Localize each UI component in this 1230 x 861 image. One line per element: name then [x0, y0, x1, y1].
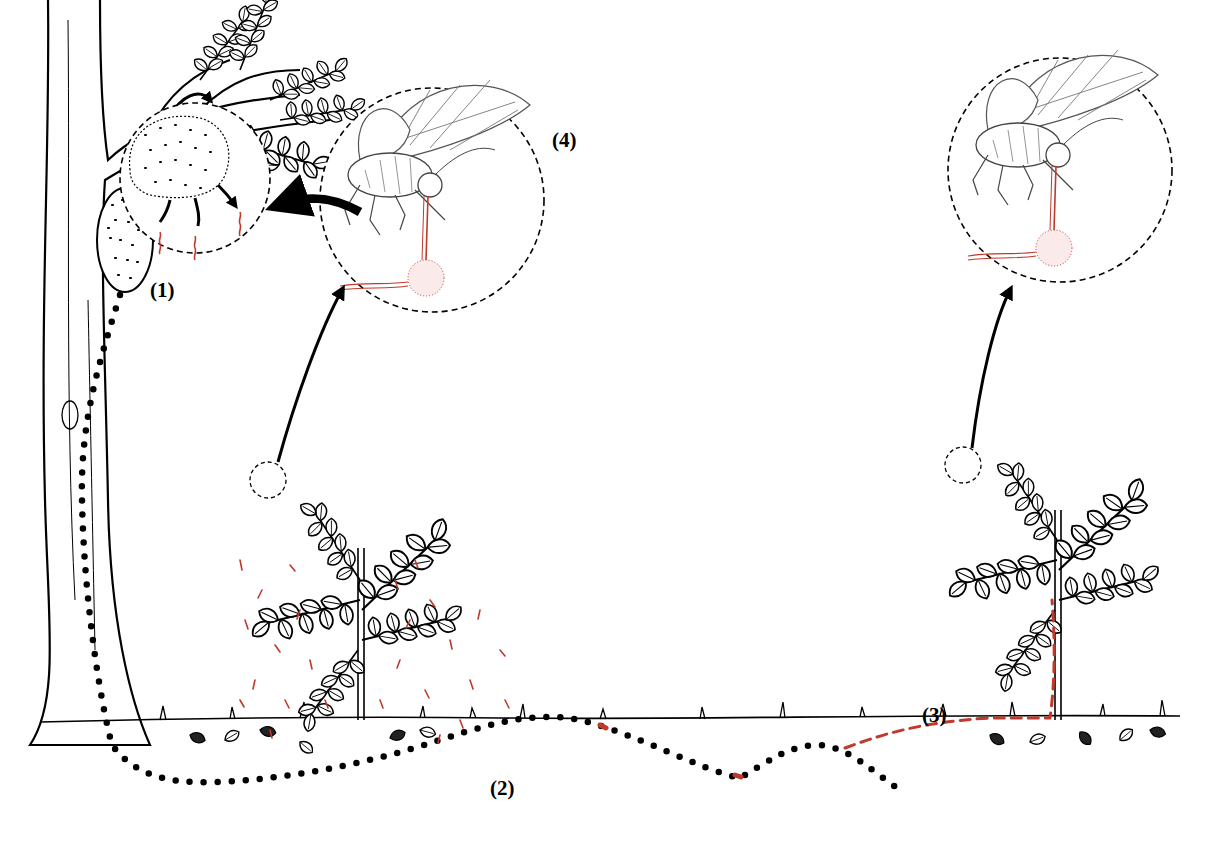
zoom-circle	[948, 50, 1172, 282]
callout-number: (2)	[490, 778, 515, 799]
trail	[82, 295, 1054, 790]
dispersal-dashes	[240, 560, 509, 743]
spore-circle	[120, 103, 270, 260]
ground	[40, 700, 1180, 756]
callout-number: (3)	[922, 705, 947, 726]
zoom-circle	[320, 80, 544, 312]
callout-number: (4)	[552, 130, 577, 151]
callout-number: (1)	[150, 280, 175, 301]
sapling	[247, 462, 467, 735]
zoom-arrow	[278, 198, 1010, 462]
host-tree	[30, 0, 369, 745]
